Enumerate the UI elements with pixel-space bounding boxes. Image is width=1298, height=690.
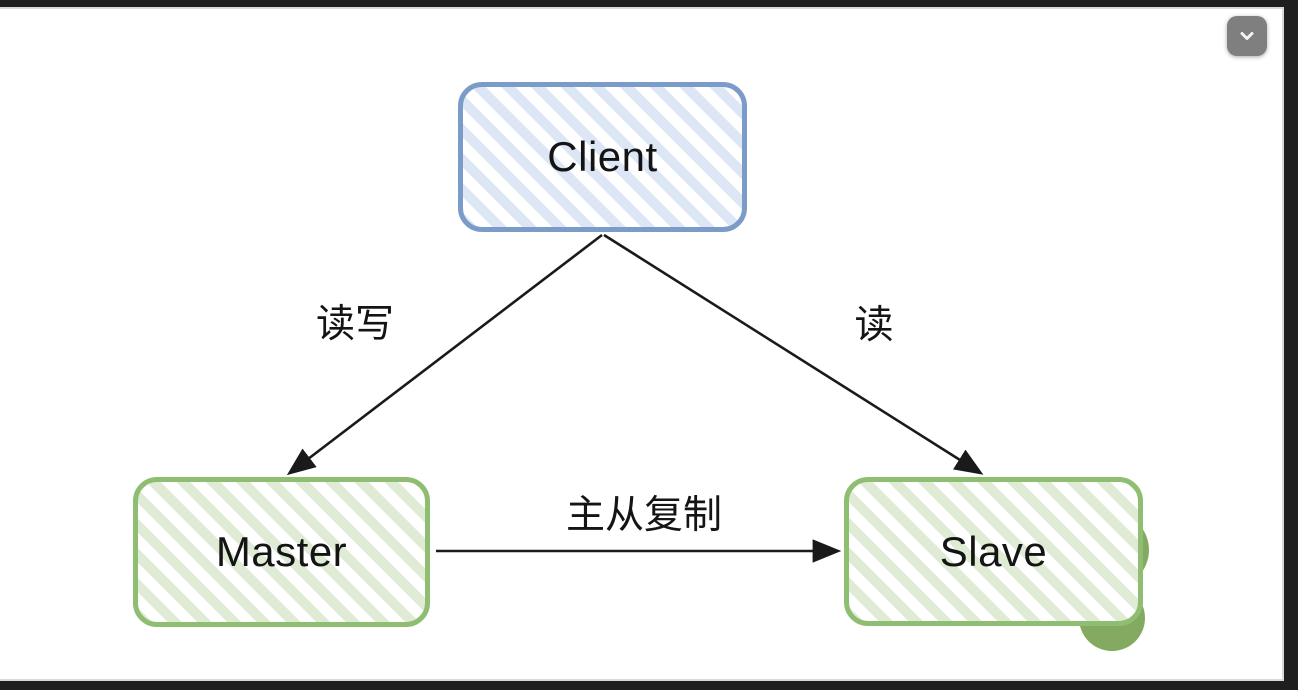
- edge-client-master: [286, 233, 603, 476]
- edge-label-read-write: 读写: [313, 293, 397, 349]
- diagram-canvas: Client Master Slave 读写 读 主从复制: [0, 7, 1284, 681]
- chevron-down-icon: [1240, 32, 1254, 40]
- collapse-button[interactable]: [1227, 16, 1267, 56]
- node-slave: Slave: [844, 477, 1143, 626]
- node-client-label: Client: [547, 133, 658, 180]
- node-slave-label: Slave: [939, 527, 1048, 575]
- edge-label-master-slave-replication: 主从复制: [563, 484, 725, 540]
- node-client: Client: [458, 82, 747, 232]
- edge-client-slave: [603, 233, 984, 475]
- node-master: Master: [133, 477, 430, 627]
- edge-label-read: 读: [852, 294, 896, 350]
- node-master-label: Master: [215, 528, 348, 575]
